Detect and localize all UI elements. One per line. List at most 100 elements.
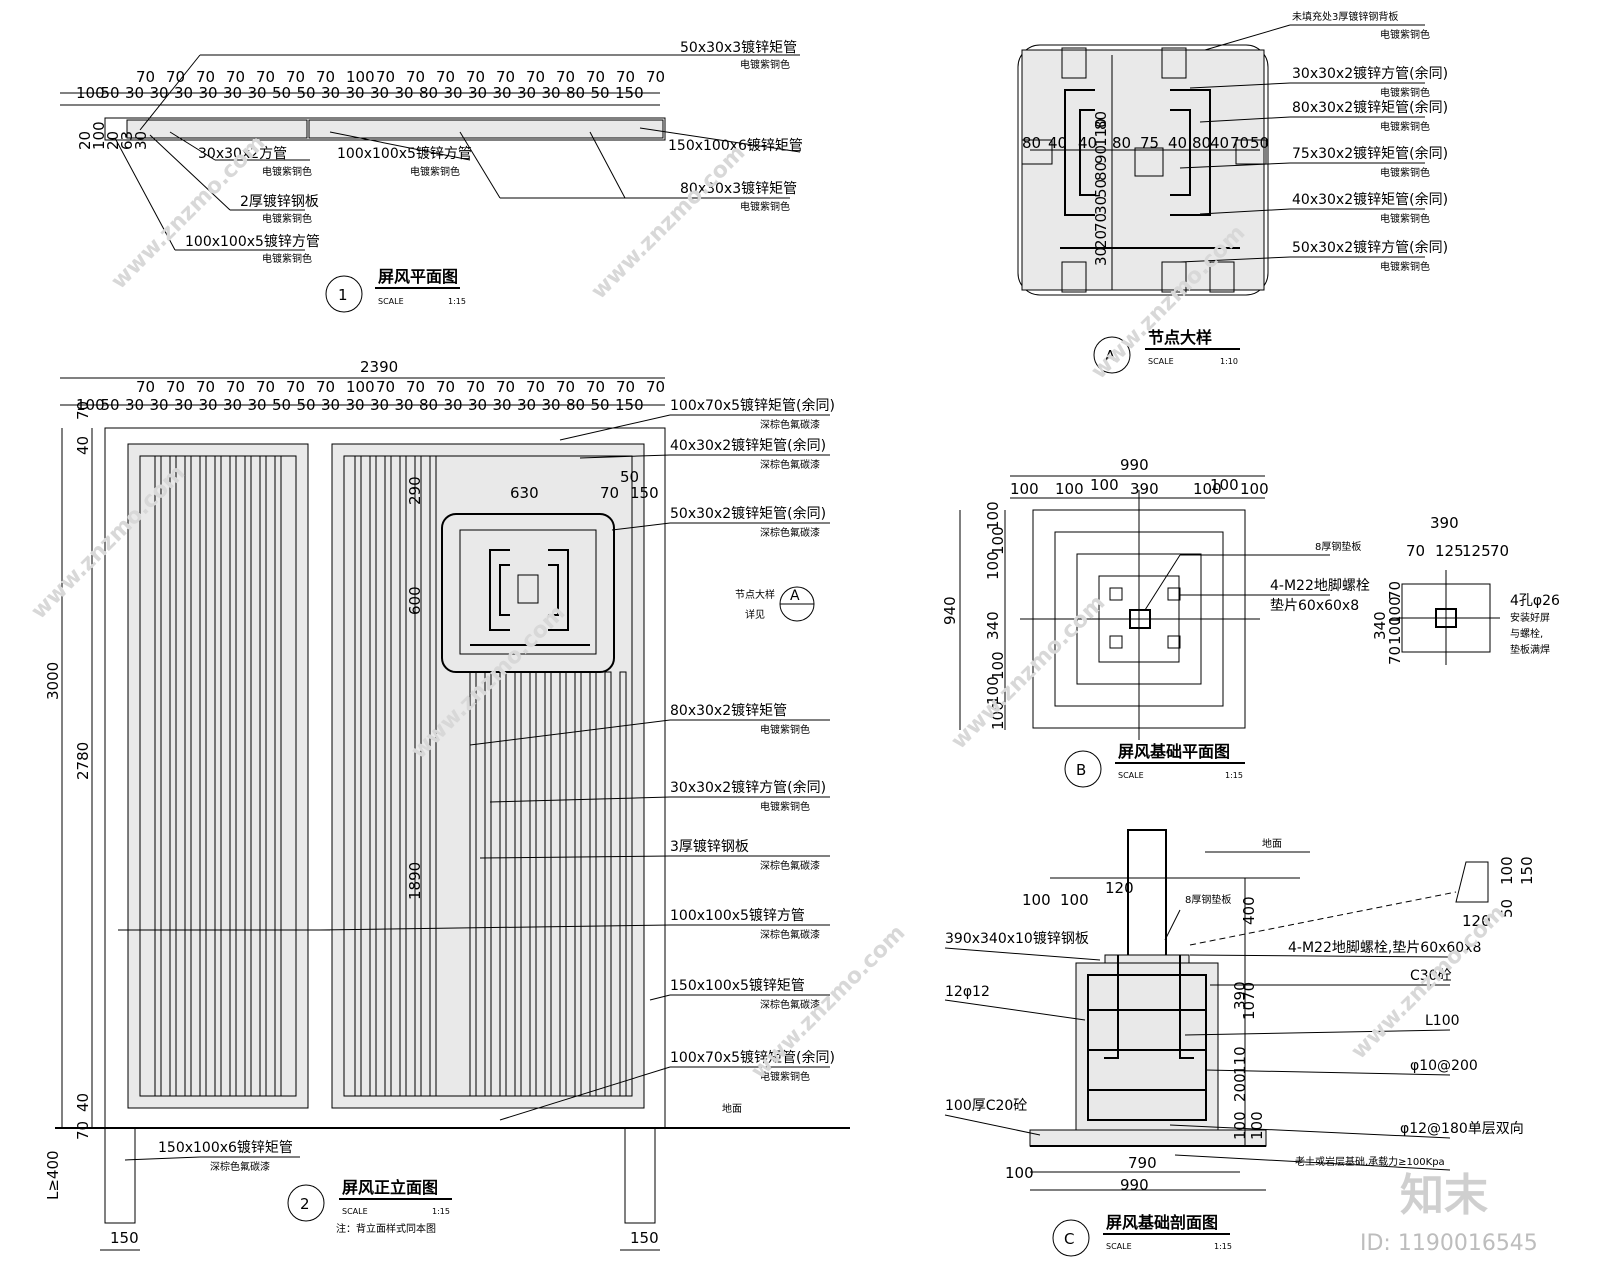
fs-note: L100 bbox=[1425, 1013, 1460, 1029]
elevation-leader bbox=[611, 522, 671, 531]
elevation-top-dim: 70 bbox=[496, 378, 515, 396]
node-title-marker bbox=[1093, 336, 1131, 374]
plan-dim-a: 70 bbox=[586, 68, 605, 86]
plan-left-dim: 100 bbox=[90, 121, 108, 150]
plate-dim: 390 bbox=[1430, 514, 1459, 532]
plate-note: 4孔φ26 bbox=[1510, 593, 1560, 609]
elevation-note: 40x30x2镀锌矩管(余同) bbox=[670, 437, 826, 454]
node-leader bbox=[1189, 82, 1291, 89]
elevation-title: 屏风正立面图 bbox=[342, 1178, 438, 1197]
elevation-note-sub: 深棕色氟碳漆 bbox=[760, 418, 820, 431]
node-notes: 未填充处3厚镀锌钢背板电镀紫铜色30x30x2镀锌方管(余同)电镀紫铜色80x3… bbox=[1179, 10, 1448, 273]
elevation-top-dim: 100 bbox=[346, 378, 375, 396]
plan-dim-a: 70 bbox=[646, 68, 665, 86]
node-dim-h: 80 bbox=[1112, 134, 1131, 152]
elevation-inner-dim: 50 bbox=[620, 468, 639, 486]
plan-dim-a: 70 bbox=[166, 68, 185, 86]
ornament-bracket-left-inner bbox=[499, 564, 510, 616]
plan-dim-b: 50 bbox=[591, 84, 610, 102]
elevation-top-dim: 50 bbox=[591, 396, 610, 414]
plan-scale: 1:15 bbox=[448, 297, 466, 306]
watermark-logo: 知末 bbox=[1400, 1170, 1488, 1221]
elevation-note: 50x30x2镀锌矩管(余同) bbox=[670, 505, 826, 522]
node-dim-h: 75 bbox=[1140, 134, 1159, 152]
elevation-bar bbox=[574, 671, 582, 1097]
node-leader bbox=[1179, 256, 1291, 263]
elevation-note-sub: 电镀紫铜色 bbox=[760, 1070, 810, 1083]
fs-dim: 990 bbox=[1120, 1176, 1149, 1194]
node-slot-bot-1 bbox=[1061, 261, 1087, 293]
fs-note: φ10@200 bbox=[1410, 1058, 1478, 1074]
fp-top-dim: 100 bbox=[1210, 476, 1239, 494]
fp-note-1: 8厚钢垫板 bbox=[1315, 540, 1361, 553]
plan-note-4-sub: 电镀紫铜色 bbox=[410, 165, 460, 178]
plan-note-2: 150x100x6镀锌矩管 bbox=[668, 137, 803, 154]
fs-title-marker bbox=[1052, 1219, 1090, 1257]
plan-dim-b: 30 bbox=[468, 84, 487, 102]
elevation-top-dim: 100 bbox=[76, 396, 105, 414]
elevation-left-dim: 40 bbox=[74, 436, 92, 455]
elevation-bar bbox=[274, 455, 282, 1097]
elevation-note: 100x100x5镀锌方管 bbox=[670, 907, 805, 924]
elevation-top-dim: 70 bbox=[436, 378, 455, 396]
node-center-square bbox=[1134, 147, 1164, 177]
fs-anchor-bolt-2 bbox=[1179, 955, 1194, 1059]
node-slot-bot-3 bbox=[1209, 261, 1235, 293]
fs-note: C30砼 bbox=[1410, 968, 1452, 984]
node-note-sub: 电镀紫铜色 bbox=[1380, 120, 1430, 133]
elevation-top-dim: 70 bbox=[406, 378, 425, 396]
fs-dim: 390 bbox=[1231, 981, 1249, 1010]
fp-top-dim: 100 bbox=[1090, 476, 1119, 494]
plan-dim-a: 70 bbox=[526, 68, 545, 86]
elevation-left-dim: 70 bbox=[74, 1121, 92, 1140]
fp-left-dim: 100 bbox=[989, 651, 1007, 680]
node-dim-v: 50 bbox=[1092, 179, 1110, 198]
elevation-note: 150x100x6镀锌矩管 bbox=[158, 1139, 293, 1156]
fs-title: 屏风基础剖面图 bbox=[1106, 1213, 1218, 1232]
plan-dim-a: 70 bbox=[136, 68, 155, 86]
plan-dim-b: 30 bbox=[199, 84, 218, 102]
elevation-notes: 100x70x5镀锌矩管(余同) 深棕色氟碳漆 40x30x2镀锌矩管(余同) 深棕色… bbox=[124, 397, 835, 1173]
plan-dim-a: 70 bbox=[496, 68, 515, 86]
elevation-leader bbox=[124, 1156, 201, 1161]
elevation-note-sub: 电镀紫铜色 bbox=[760, 723, 810, 736]
elevation-bar bbox=[619, 671, 627, 1097]
node-scale: 1:10 bbox=[1220, 357, 1238, 366]
plan-dim-b: 30 bbox=[395, 84, 414, 102]
node-dim-v: 80 bbox=[1092, 162, 1110, 181]
elevation-top-dim: 70 bbox=[526, 378, 545, 396]
elevation-top-dim: 70 bbox=[226, 378, 245, 396]
plate-dim: 70 bbox=[1490, 542, 1509, 560]
node-note: 30x30x2镀锌方管(余同) bbox=[1292, 65, 1448, 82]
elevation-scale-label: SCALE bbox=[342, 1207, 368, 1216]
elevation-note: 100x70x5镀锌矩管(余同) bbox=[670, 1049, 835, 1066]
node-bracket-right-inner bbox=[1170, 109, 1191, 196]
node-dim-v: 30 bbox=[1092, 196, 1110, 215]
fs-anchor-bolt-1 bbox=[1104, 955, 1119, 1059]
fp-left-dim: 940 bbox=[941, 596, 959, 625]
plan-left-dim: 20 bbox=[76, 131, 94, 150]
elevation-bottom-dim-1: 150 bbox=[110, 1229, 139, 1247]
elevation-top-dim: 30 bbox=[468, 396, 487, 414]
elevation-top-dim: 30 bbox=[517, 396, 536, 414]
plan-number: 1 bbox=[338, 286, 348, 304]
plate-dim: 125 bbox=[1462, 542, 1491, 560]
fp-top-dim: 100 bbox=[1240, 480, 1269, 498]
node-note-sub: 电镀紫铜色 bbox=[1380, 28, 1430, 41]
plan-dim-b: 150 bbox=[615, 84, 644, 102]
elevation-note: 注：背立面样式同本图 bbox=[336, 1222, 436, 1235]
fs-note: φ12@180单层双向 bbox=[1400, 1121, 1524, 1137]
fs-bevel-detail bbox=[1455, 861, 1489, 903]
node-leader bbox=[1204, 24, 1291, 51]
elevation-bar bbox=[214, 455, 222, 1097]
elevation-left-dim: 2780 bbox=[74, 742, 92, 780]
elevation-leader bbox=[499, 1066, 671, 1121]
elevation-note-sub: 深棕色氟碳漆 bbox=[760, 928, 820, 941]
plan-left-dim: 63 bbox=[118, 131, 136, 150]
fs-leader bbox=[1174, 1154, 1451, 1171]
fs-note: 100厚C20砼 bbox=[945, 1098, 1027, 1114]
fs-dim: 100 bbox=[1022, 891, 1051, 909]
elevation-leader bbox=[559, 414, 671, 441]
